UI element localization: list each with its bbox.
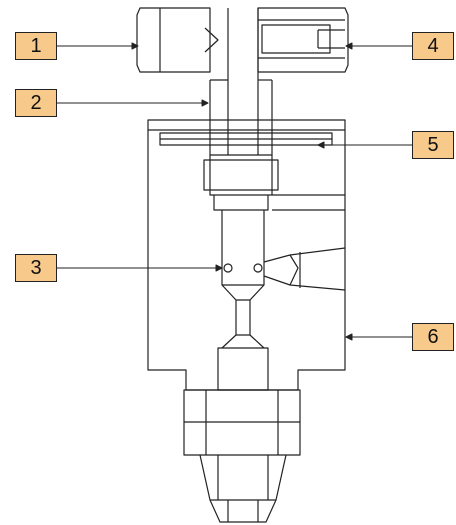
- handle-assembly: [136, 7, 349, 73]
- callout-3: 3: [15, 254, 57, 282]
- callout-2-label: 2: [30, 91, 42, 114]
- callout-5-label: 5: [427, 133, 439, 156]
- callout-2: 2: [15, 89, 57, 117]
- callout-4: 4: [412, 32, 454, 60]
- callout-6-label: 6: [427, 325, 439, 348]
- callout-1: 1: [15, 32, 57, 60]
- callout-4-label: 4: [427, 34, 439, 57]
- valve-body: [147, 119, 346, 391]
- callout-1-label: 1: [30, 34, 42, 57]
- leader-lines: [57, 42, 412, 341]
- callout-3-label: 3: [30, 256, 42, 279]
- bottom-fitting: [183, 347, 301, 523]
- callout-5: 5: [412, 131, 454, 159]
- callout-6: 6: [412, 323, 454, 351]
